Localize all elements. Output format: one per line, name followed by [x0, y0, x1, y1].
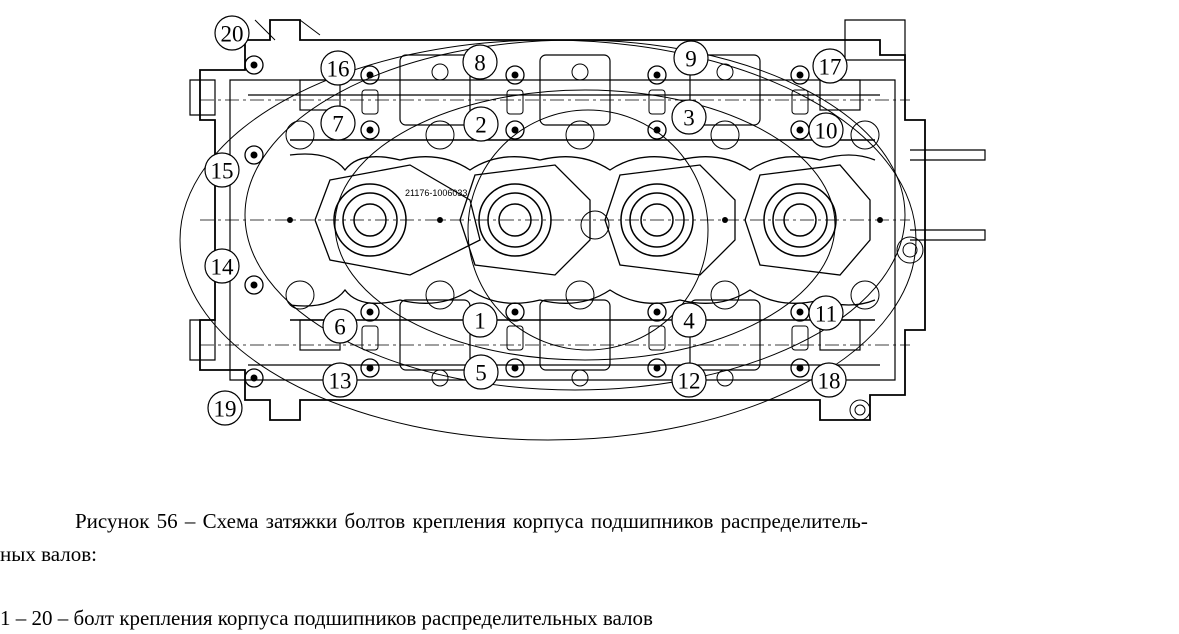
bolt-label-circle-6 — [322, 308, 358, 344]
bolt-label-1: 1 — [474, 309, 486, 334]
bolt-label-circle-9 — [673, 40, 709, 76]
figure-caption-line-2: ных валов: — [0, 542, 97, 566]
bolt-label-17: 17 — [819, 55, 842, 80]
bolt-label-10: 10 — [815, 119, 838, 144]
bolt-label-8: 8 — [474, 51, 486, 76]
bolt-label-circle-16 — [320, 50, 356, 86]
bolt-label-circle-17 — [812, 48, 848, 84]
bolt-label-5: 5 — [475, 361, 487, 386]
bolt-label-circle-12 — [671, 362, 707, 398]
center-tightening-circle — [467, 109, 709, 351]
bolt-label-circle-11 — [808, 295, 844, 331]
figure-legend: 1 – 20 – болт крепления корпуса подшипни… — [0, 606, 653, 630]
bolt-label-circle-20 — [214, 15, 250, 51]
bolt-label-circle-5 — [463, 354, 499, 390]
bolt-label-circle-1 — [462, 302, 498, 338]
bolt-label-15: 15 — [211, 159, 234, 184]
figure-caption-line-1: Рисунок 56 – Схема затяжки болтов крепле… — [75, 509, 868, 533]
bolt-label-7: 7 — [332, 112, 344, 137]
bolt-label-circle-13 — [322, 362, 358, 398]
bolt-label-circle-4 — [671, 302, 707, 338]
bolt-label-circle-18 — [811, 362, 847, 398]
bolt-label-circle-8 — [462, 44, 498, 80]
bolt-label-4: 4 — [683, 309, 695, 334]
bolt-label-20: 20 — [221, 22, 244, 47]
bolt-label-circle-15 — [204, 152, 240, 188]
bolt-label-2: 2 — [475, 113, 487, 138]
bolt-label-circle-2 — [463, 106, 499, 142]
bolt-label-9: 9 — [685, 47, 697, 72]
bolt-label-circle-19 — [207, 390, 243, 426]
bolt-label-circle-14 — [204, 248, 240, 284]
bolt-label-14: 14 — [211, 255, 235, 280]
bolt-label-3: 3 — [683, 106, 695, 131]
part-number-stamp: 21176-1006033 — [405, 188, 467, 198]
bolt-label-13: 13 — [329, 369, 352, 394]
bolt-label-12: 12 — [678, 369, 701, 394]
bolt-label-circle-10 — [808, 112, 844, 148]
bolt-label-circle-7 — [320, 105, 356, 141]
bolt-label-circle-3 — [671, 99, 707, 135]
bolt-label-6: 6 — [334, 315, 346, 340]
bolt-label-16: 16 — [327, 57, 350, 82]
bolt-label-19: 19 — [214, 397, 237, 422]
bolt-label-18: 18 — [818, 369, 841, 394]
bolt-label-11: 11 — [815, 302, 837, 327]
